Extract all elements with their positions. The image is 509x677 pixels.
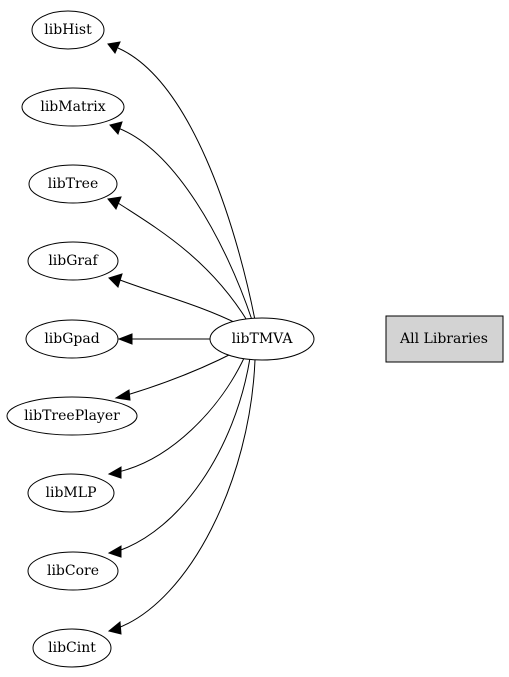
all-libraries-node[interactable]: All Libraries [385, 315, 504, 363]
node-libCint-label: libCint [48, 640, 96, 656]
edges-layer [107, 41, 256, 635]
node-libMatrix-label: libMatrix [40, 99, 105, 115]
arrowhead-libGraf [108, 273, 123, 288]
arrowhead-libCint [107, 621, 122, 635]
node-libTreePlayer-ellipse [6, 396, 138, 436]
arrowhead-libMLP [107, 466, 122, 479]
arrowhead-libTreePlayer [114, 389, 131, 401]
node-libGraf[interactable]: libGraf [27, 241, 119, 281]
node-libMatrix[interactable]: libMatrix [21, 87, 125, 127]
node-libGpad-ellipse [25, 319, 119, 359]
node-libTreePlayer-label: libTreePlayer [24, 408, 120, 424]
node-libMLP-ellipse [27, 473, 115, 513]
node-libGraf-label: libGraf [48, 253, 99, 269]
node-libTMVA-ellipse [209, 317, 315, 361]
node-libTree-label: libTree [48, 176, 99, 192]
node-libGraf-ellipse [27, 241, 119, 281]
nodes-layer: libHist libMatrix libTree libGraf libGpad lib… [6, 10, 138, 668]
arrowhead-libMatrix [109, 121, 123, 135]
edge-libTMVA-to-libTreePlayer [126, 351, 236, 396]
node-libCore-ellipse [27, 551, 119, 591]
arrowhead-libCore [107, 545, 122, 558]
arrowhead-libHist [107, 41, 121, 54]
node-libTMVA[interactable]: libTMVA [209, 317, 315, 361]
node-libCore[interactable]: libCore [27, 551, 119, 591]
edge-libTMVA-to-libTree [117, 202, 249, 323]
node-libHist[interactable]: libHist [31, 10, 105, 50]
node-libCint[interactable]: libCint [32, 628, 112, 668]
node-libMLP[interactable]: libMLP [27, 473, 115, 513]
arrowhead-libTree [107, 196, 122, 210]
all-libraries-box [385, 315, 504, 363]
edge-libTMVA-to-libCore [117, 357, 251, 552]
arrowhead-libGpad [117, 333, 133, 345]
node-libMLP-label: libMLP [46, 485, 97, 501]
node-libMatrix-ellipse [21, 87, 125, 127]
node-libCore-label: libCore [47, 563, 99, 579]
node-libTMVA-label: libTMVA [232, 331, 294, 347]
edge-libTMVA-to-libMLP [117, 355, 246, 473]
edge-libTMVA-to-libGraf [119, 279, 241, 326]
node-libCint-ellipse [32, 628, 112, 668]
edge-libTMVA-to-libMatrix [117, 127, 253, 321]
node-libGpad-label: libGpad [44, 331, 99, 347]
node-libGpad[interactable]: libGpad [25, 319, 119, 359]
node-libTree[interactable]: libTree [28, 164, 118, 204]
node-libTree-ellipse [28, 164, 118, 204]
all-libraries-label: All Libraries [399, 331, 488, 347]
edge-libTMVA-to-libHist [117, 47, 256, 321]
node-libTreePlayer[interactable]: libTreePlayer [6, 396, 138, 436]
node-libHist-label: libHist [44, 22, 92, 38]
node-libHist-ellipse [31, 10, 105, 50]
edge-libTMVA-to-libCint [117, 359, 256, 629]
